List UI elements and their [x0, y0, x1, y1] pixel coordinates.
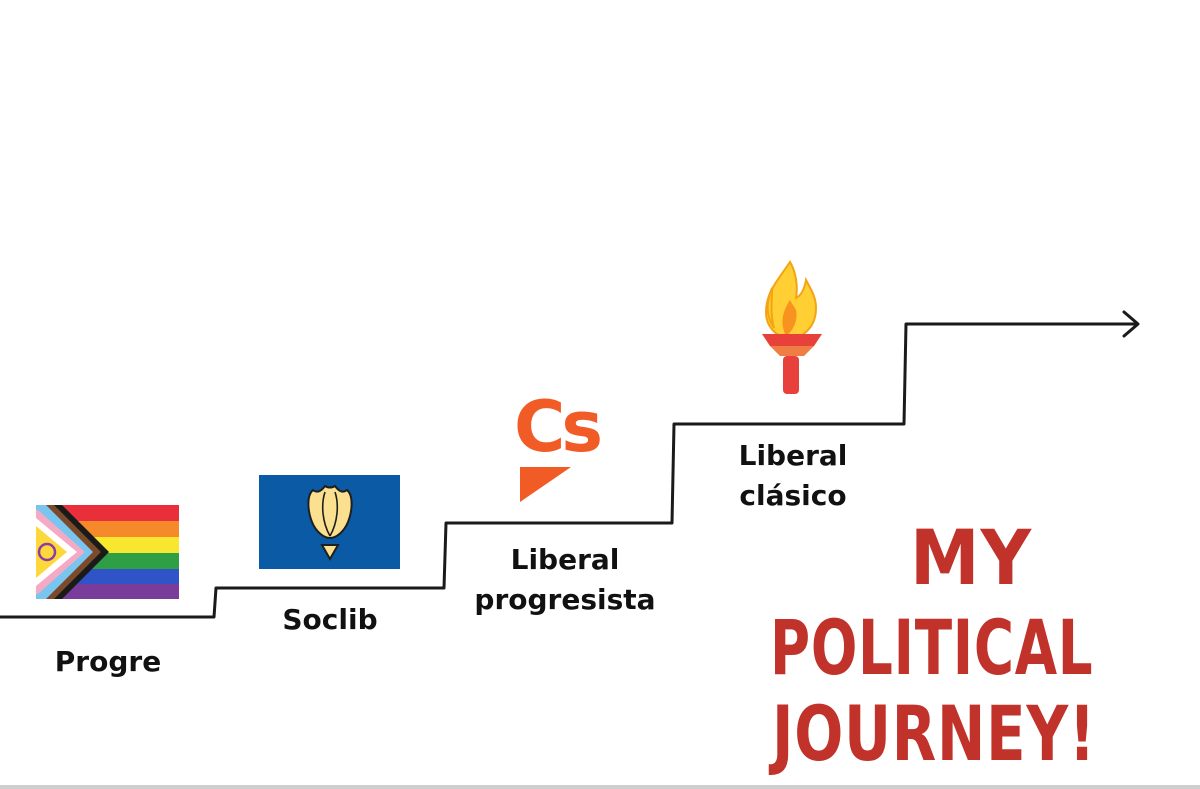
staircase-line	[0, 322, 1136, 619]
torch-icon	[762, 260, 822, 394]
title-line-political: POLITICAL	[770, 603, 1094, 692]
title-line-my: MY	[910, 513, 1033, 602]
ciudadanos-logo-icon: Cs	[514, 386, 604, 502]
progress-pride-flag-icon	[36, 505, 179, 599]
step-label-progre: Progre	[54, 645, 162, 678]
soclib-rose-flag-icon	[259, 475, 400, 569]
cs-logo-text: Cs	[514, 386, 600, 468]
title-line-journey: JOURNEY!	[772, 689, 1097, 778]
bottom-divider	[0, 785, 1200, 789]
step-label-liberal-clasico: Liberal clásico	[738, 439, 848, 512]
step-label-soclib: Soclib	[282, 603, 378, 636]
arrow-head-icon	[1122, 310, 1140, 338]
step-label-liberal-progresista: Liberal progresista	[474, 543, 656, 616]
